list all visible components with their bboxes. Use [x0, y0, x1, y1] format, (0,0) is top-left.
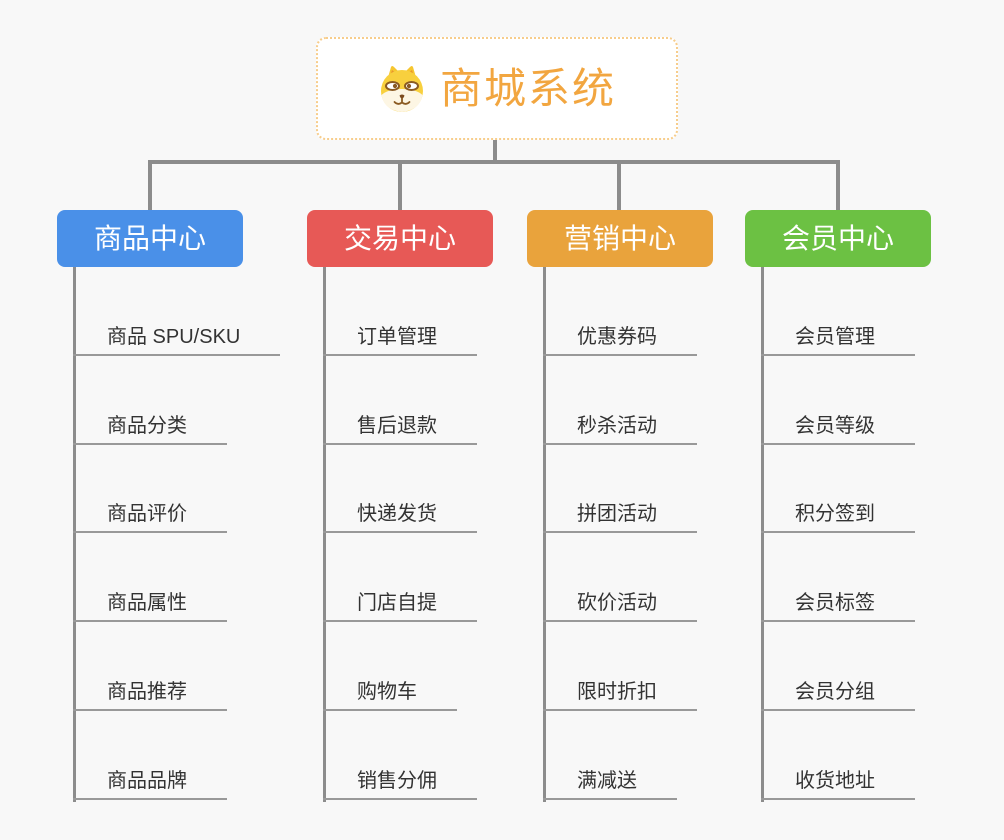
- leaf-node[interactable]: 限时折扣: [543, 622, 697, 711]
- root-node[interactable]: 商城系统: [316, 37, 678, 140]
- leaf-node[interactable]: 商品品牌: [73, 711, 227, 800]
- leaf-node[interactable]: 商品推荐: [73, 622, 227, 711]
- branch-node-marketing-center[interactable]: 营销中心: [527, 210, 713, 267]
- leaf-node[interactable]: 秒杀活动: [543, 356, 697, 445]
- connector-drop-member: [836, 160, 840, 210]
- branch-spine: [543, 267, 546, 802]
- connector-root-stem: [493, 140, 497, 164]
- branch-spine: [323, 267, 326, 802]
- leaf-node[interactable]: 商品分类: [73, 356, 227, 445]
- branch-node-product-center[interactable]: 商品中心: [57, 210, 243, 267]
- leaf-node[interactable]: 销售分佣: [323, 711, 477, 800]
- leaf-node[interactable]: 会员等级: [761, 356, 915, 445]
- branch-children-member: 会员管理 会员等级 积分签到 会员标签 会员分组 收货地址: [761, 267, 915, 800]
- connector-rail: [148, 160, 840, 164]
- branch-label: 交易中心: [343, 223, 456, 254]
- leaf-node[interactable]: 商品 SPU/SKU: [73, 267, 281, 356]
- leaf-node[interactable]: 满减送: [543, 711, 677, 800]
- branch-children-product: 商品 SPU/SKU 商品分类 商品评价 商品属性 商品推荐 商品品牌: [73, 267, 281, 800]
- branch-spine: [761, 267, 764, 802]
- connector-drop-product: [148, 160, 152, 210]
- leaf-node[interactable]: 优惠券码: [543, 267, 697, 356]
- branch-label: 商品中心: [93, 223, 206, 254]
- connector-drop-trade: [398, 160, 402, 210]
- leaf-node[interactable]: 商品属性: [73, 533, 227, 623]
- leaf-node[interactable]: 砍价活动: [543, 533, 697, 623]
- leaf-node[interactable]: 购物车: [323, 622, 457, 711]
- leaf-node[interactable]: 门店自提: [323, 533, 477, 623]
- branch-children-marketing: 优惠券码 秒杀活动 拼团活动 砍价活动 限时折扣 满减送: [543, 267, 697, 800]
- leaf-node[interactable]: 会员分组: [761, 622, 915, 711]
- leaf-node[interactable]: 商品评价: [73, 445, 227, 534]
- leaf-node[interactable]: 收货地址: [761, 711, 915, 800]
- branch-label: 会员中心: [781, 223, 894, 254]
- root-title: 商城系统: [439, 64, 616, 112]
- leaf-node[interactable]: 会员管理: [761, 267, 915, 356]
- doge-icon: [378, 65, 426, 113]
- branch-spine: [73, 267, 76, 802]
- leaf-node[interactable]: 订单管理: [323, 267, 477, 356]
- leaf-node[interactable]: 拼团活动: [543, 445, 697, 534]
- connector-drop-marketing: [617, 160, 621, 210]
- branch-label: 营销中心: [563, 223, 676, 254]
- leaf-node[interactable]: 会员标签: [761, 533, 915, 623]
- branch-node-trade-center[interactable]: 交易中心: [307, 210, 493, 267]
- leaf-node[interactable]: 积分签到: [761, 445, 915, 534]
- branch-node-member-center[interactable]: 会员中心: [745, 210, 931, 267]
- leaf-node[interactable]: 快递发货: [323, 445, 477, 534]
- branch-children-trade: 订单管理 售后退款 快递发货 门店自提 购物车 销售分佣: [323, 267, 477, 800]
- leaf-node[interactable]: 售后退款: [323, 356, 477, 445]
